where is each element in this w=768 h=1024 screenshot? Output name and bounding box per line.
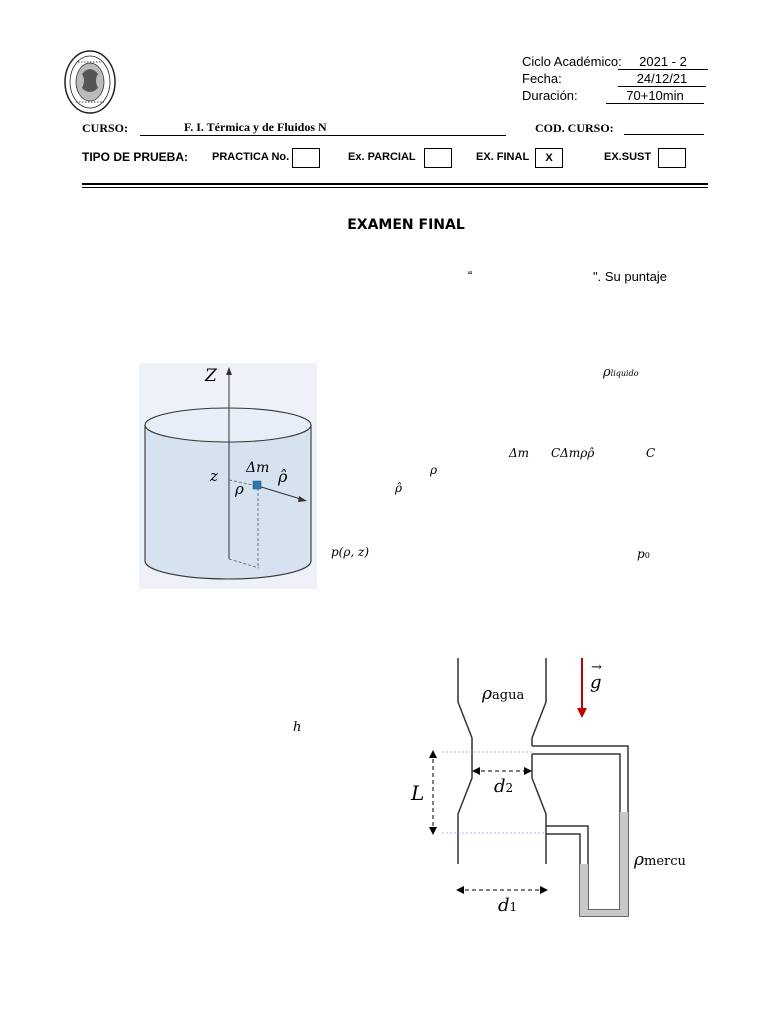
p-expr-text: p(ρ, z) [331,545,370,559]
ciclo-label: Ciclo Académico: [522,54,622,69]
sust-checkbox[interactable] [658,148,686,168]
parcial-checkbox[interactable] [424,148,452,168]
fig2-d2: d2 [494,776,514,797]
practica-label: PRACTICA No. [212,151,290,163]
fig2-g-vector: →g [590,660,602,693]
duracion-value: 70+10min [606,88,704,104]
venturi-figure [400,650,700,930]
fig2-rho-agua: ρagua [482,684,525,704]
header-divider-bottom [82,187,708,188]
fig1-z-label: z [210,467,218,485]
c-expr-text: CΔmρρ̂ [551,446,595,460]
header-divider-top [82,183,708,185]
fig1-rho: ρ [235,480,244,498]
delta-m-text: Δm [509,446,530,460]
curso-value: F. I. Térmica y de Fluidos N [140,120,506,136]
fig2-rho-mercu: ρmercu [634,850,686,870]
venturi-left-wall [457,658,473,864]
rho-hat-text: ρ̂ [395,481,403,495]
fig1-axis-Z: Z [205,366,217,386]
cod-curso-value [624,120,704,135]
curso-label: CURSO: [82,121,129,135]
rho-text: ρ [430,463,438,477]
fecha-label: Fecha: [522,71,562,86]
university-seal [64,50,116,114]
ciclo-value: 2021 - 2 [618,54,708,70]
duracion-label: Duración: [522,88,578,103]
fig1-rho-hat: ρ̂ [278,467,288,486]
tipo-prueba-label: TIPO DE PRUEBA: [82,150,189,164]
intro-quote-close: ". Su puntaje [593,269,668,284]
cylinder-top [144,407,312,443]
cylinder-figure [139,363,317,589]
mass-element [252,480,262,490]
h-text: h [293,720,302,735]
cod-curso-label: COD. CURSO: [535,121,614,135]
exam-title: EXAMEN FINAL [347,217,465,233]
parcial-label: Ex. PARCIAL [348,151,416,163]
p0-text: p0 [637,547,650,561]
fig2-L: L [411,781,425,805]
fig1-delta-m: Δm [246,460,270,476]
rho-liquido: ρliquido [603,365,639,380]
fecha-value: 24/12/21 [618,71,706,87]
mercury-column [580,812,628,916]
fig2-d1: d1 [498,895,518,916]
seal-emblem-icon [64,50,116,114]
cylinder-body [144,424,312,580]
final-label: EX. FINAL [476,151,530,163]
final-checkbox[interactable]: X [535,148,563,168]
c-text: C [646,446,656,460]
practica-checkbox[interactable] [292,148,320,168]
sust-label: EX.SUST [604,151,652,163]
intro-quote-open: “ [468,268,473,283]
